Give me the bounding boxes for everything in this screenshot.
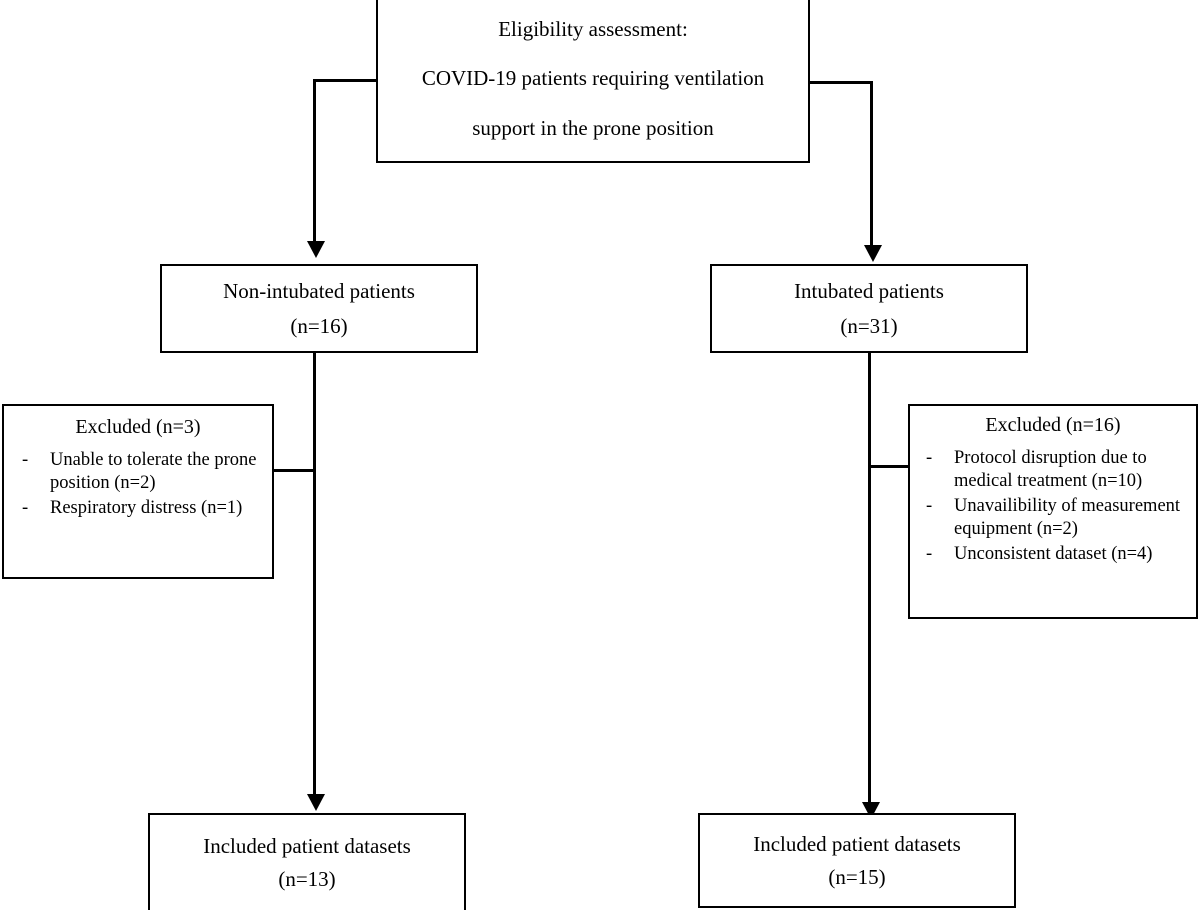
- bullet-dash: -: [22, 450, 29, 470]
- edge-excluded-left-connector: [273, 469, 315, 472]
- excluded-left-title: Excluded (n=3): [75, 416, 201, 438]
- arrowhead-to-nonintubated: [307, 241, 325, 258]
- list-item-text: Unable to tolerate the prone position (n…: [50, 450, 257, 493]
- node-eligibility-assessment: Eligibility assessment: COVID-19 patient…: [376, 0, 810, 163]
- list-item-text: Unconsistent dataset (n=4): [954, 543, 1153, 564]
- list-item-text: Protocol disruption due to medical treat…: [954, 448, 1147, 491]
- included-left-label: Included patient datasets: [203, 833, 411, 858]
- list-item: - Unconsistent dataset (n=4): [916, 543, 1190, 566]
- node-included-datasets-right: Included patient datasets (n=15): [698, 813, 1016, 908]
- excluded-right-title: Excluded (n=16): [985, 414, 1121, 436]
- edge-intubated-to-included-vertical: [868, 352, 871, 802]
- node-included-datasets-left: Included patient datasets (n=13): [148, 813, 466, 910]
- edge-nonintubated-to-included-vertical: [313, 352, 316, 794]
- node-intubated-patients: Intubated patients (n=31): [710, 264, 1028, 353]
- non-intubated-count: (n=16): [290, 313, 348, 338]
- list-item: - Unavailibility of measurement equipmen…: [916, 495, 1190, 541]
- excluded-right-list: - Protocol disruption due to medical tre…: [916, 447, 1190, 568]
- included-left-count: (n=13): [278, 866, 336, 891]
- list-item: - Unable to tolerate the prone position …: [12, 449, 264, 495]
- node-excluded-left: Excluded (n=3) - Unable to tolerate the …: [2, 404, 274, 579]
- intubated-count: (n=31): [840, 313, 898, 338]
- included-right-label: Included patient datasets: [753, 831, 961, 856]
- list-item: - Protocol disruption due to medical tre…: [916, 447, 1190, 493]
- eligibility-line-3: support in the prone position: [472, 115, 714, 140]
- edge-eligibility-to-nonintubated-vertical: [313, 79, 316, 241]
- edge-eligibility-to-intubated-horizontal: [807, 81, 873, 84]
- bullet-dash: -: [926, 448, 933, 468]
- list-item-text: Respiratory distress (n=1): [50, 497, 243, 518]
- bullet-dash: -: [22, 497, 29, 518]
- arrowhead-to-intubated: [864, 245, 882, 262]
- bullet-dash: -: [926, 495, 933, 516]
- node-excluded-right: Excluded (n=16) - Protocol disruption du…: [908, 404, 1198, 619]
- excluded-left-list: - Unable to tolerate the prone position …: [12, 449, 264, 522]
- list-item: - Respiratory distress (n=1): [12, 497, 264, 520]
- list-item-text: Unavailibility of measurement equipment …: [954, 495, 1181, 539]
- eligibility-line-1: Eligibility assessment:: [498, 16, 688, 41]
- bullet-dash: -: [926, 543, 933, 564]
- edge-eligibility-to-nonintubated-horizontal: [313, 79, 379, 82]
- arrowhead-to-included-left: [307, 794, 325, 811]
- node-non-intubated-patients: Non-intubated patients (n=16): [160, 264, 478, 353]
- edge-excluded-right-connector: [868, 465, 910, 468]
- eligibility-line-2: COVID-19 patients requiring ventilation: [421, 66, 765, 91]
- edge-eligibility-to-intubated-vertical: [870, 81, 873, 245]
- included-right-count: (n=15): [828, 864, 886, 889]
- intubated-label: Intubated patients: [794, 278, 944, 303]
- non-intubated-label: Non-intubated patients: [223, 278, 415, 303]
